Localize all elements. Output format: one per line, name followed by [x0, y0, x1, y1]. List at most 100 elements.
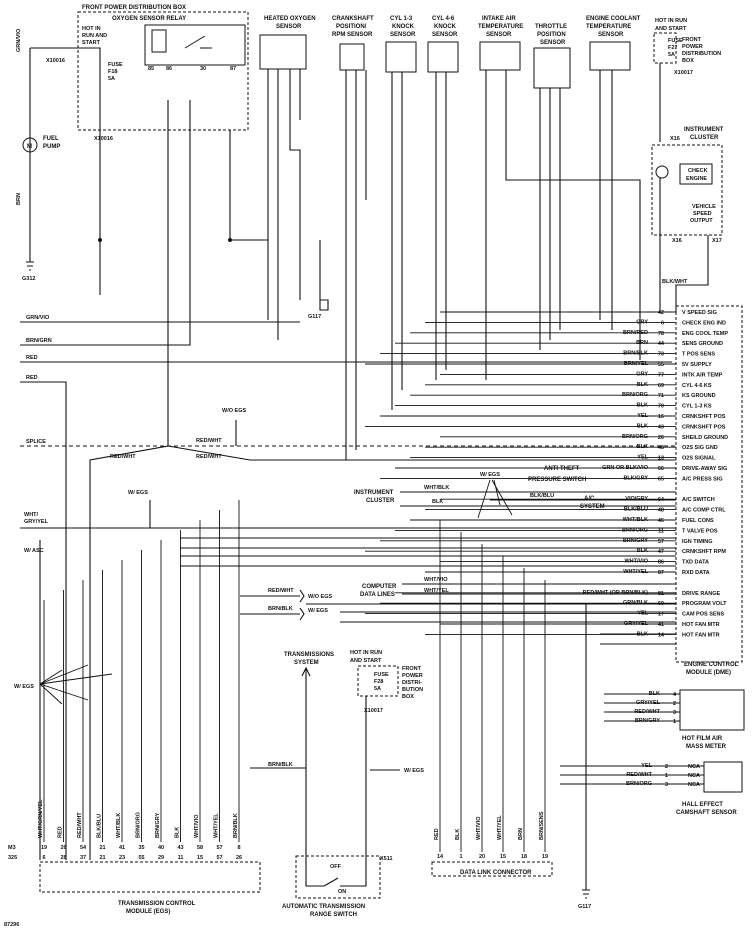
dlc-wire-label: WHT/YEL — [497, 815, 503, 840]
dlc-label: DATA LINK CONNECTOR — [460, 870, 532, 876]
iat-label-1: INTAKE AIR — [482, 16, 516, 22]
tcm-wire-label: BLK/BLU — [97, 814, 103, 838]
tcm-wire-label: BRN/BLK — [233, 813, 239, 838]
wire-cdl — [402, 583, 676, 595]
ecm-pin-name: CAM POS SENS — [682, 612, 725, 618]
ecm-pin-number: 77 — [658, 372, 664, 378]
tcm-325-pin: 37 — [80, 855, 86, 861]
x10016-top: X10016 — [46, 58, 65, 64]
svg-text:87: 87 — [230, 66, 236, 72]
tcm-m3-pin: 43 — [177, 845, 183, 851]
ecm-pin-name: CYL 4-6 KS — [682, 383, 712, 389]
w-egs-mid-label: W/ EGS — [480, 472, 500, 478]
tcm-m3-pin: 41 — [119, 845, 125, 851]
check-engine-2: ENGINE — [686, 176, 707, 182]
hot-run-start-2-line1: HOT IN RUN — [655, 18, 687, 24]
wire-ecm-mid-bus — [180, 537, 676, 567]
tcm-m3-pin: 19 — [41, 845, 47, 851]
intake-air-temp-sensor — [479, 41, 521, 71]
blk-blu-label: BLK/BLU — [530, 493, 554, 499]
ecm-pin-number: 78 — [658, 331, 664, 337]
dlc-wire-label: BRN/SENS — [539, 811, 545, 840]
instrument-cluster-box — [651, 144, 723, 236]
svg-text:M: M — [27, 144, 32, 150]
ecm-pin-number: 87 — [658, 570, 664, 576]
heated-o2-sensor — [259, 34, 307, 70]
w-egs-left-label: W/ EGS — [128, 490, 148, 496]
hall-pin-number: 1 — [665, 773, 668, 779]
vss-2: SPEED — [693, 211, 712, 217]
ecm-pin-number: 41 — [658, 622, 664, 628]
hfm-pin-number: 2 — [673, 701, 676, 707]
tps-label-3: SENSOR — [540, 40, 566, 46]
ecm-pin-name: IGN TIMING — [682, 539, 713, 545]
bus-label-grn-vio: GRN/VIO — [26, 315, 50, 321]
tcm-325-pin: 15 — [197, 855, 203, 861]
ecm-pin-number: 47 — [658, 549, 664, 555]
ecm-pin-number: 65 — [658, 476, 664, 482]
ecm-pin-name: T VALVE POS — [682, 528, 718, 534]
wires-iat — [485, 70, 641, 380]
ecm-pin-number: 13 — [658, 456, 664, 462]
fuse-f27-line1: FUSE — [668, 38, 683, 44]
pressure-switch-label: PRESSURE SWITCH — [528, 477, 586, 483]
tcm-label-1: TRANSMISSION CONTROL — [118, 901, 196, 907]
wires-ect — [599, 70, 613, 330]
dlc-pin: 15 — [500, 854, 506, 860]
front-power-distribution-area: FRONT POWER DISTRIBUTION BOX OXYGEN SENS… — [16, 5, 249, 295]
svg-text:30: 30 — [200, 66, 206, 72]
hfm-pin-number: 3 — [673, 710, 676, 716]
dlc-pin: 18 — [521, 854, 527, 860]
splice-label: SPLICE — [26, 439, 46, 445]
hfm-pin-number: 1 — [673, 719, 676, 725]
egs-brackets — [240, 589, 305, 621]
crank-label-2: POSITION/ — [336, 24, 367, 30]
dlc-module: 14RED1BLK20WHT/VIO15WHT/YEL18BRN19BRN/SE… — [431, 520, 591, 910]
tcm-m3-pin: 26 — [60, 845, 66, 851]
ecm-pin-name: A/C PRESS SIG — [682, 476, 723, 482]
wire-ic-mid — [400, 491, 676, 507]
tps-label-1: THROTTLE — [535, 24, 567, 30]
ecm-pin-name: HOT FAN MTR — [682, 632, 720, 638]
tcm-325-pin: 26 — [236, 855, 242, 861]
trans-brn-blk: BRN/BLK — [268, 762, 293, 768]
fpdb-label-1: FRONT — [682, 37, 702, 43]
mid-devices: ANTI-THEFT PRESSURE SWITCH A/C SYSTEM BL… — [180, 466, 676, 645]
crankshaft-sensor — [339, 43, 365, 71]
fuse-f27-line3: 5A — [668, 52, 675, 58]
fuse-f28-2: F28 — [374, 679, 383, 685]
range-switch-box — [295, 855, 381, 899]
tcm-325-pin: 55 — [138, 855, 144, 861]
tcm-325-pin: 11 — [178, 855, 184, 861]
check-engine-lamp-icon — [655, 165, 669, 179]
ecm-pin-number: 11 — [658, 528, 664, 534]
red-wht-label-3: RED/WHT — [110, 454, 136, 460]
brn-blk-egs: BRN/BLK — [268, 606, 293, 612]
g117-top-label: G117 — [308, 314, 321, 320]
g312-label: G312 — [22, 276, 35, 282]
w-egs-arrows — [39, 664, 113, 705]
ecm-pin-name: DRIVE-AWAY SIG — [682, 466, 727, 472]
dlc-wire-label: BRN — [518, 828, 524, 840]
ecm-pin-name: ENG COOL TEMP — [682, 331, 728, 337]
hall-nca: NCA — [688, 764, 700, 770]
fuse-f18-line1: FUSE — [108, 62, 123, 68]
ecm-pin-name: SHEILD GROUND — [682, 435, 728, 441]
wire-label-brn-pump: BRN — [16, 193, 22, 205]
ac-system-1: A/C — [584, 496, 595, 502]
ecm-pin-number: 48 — [658, 445, 664, 451]
ecm-pin-name: 5V SUPPLY — [682, 362, 712, 368]
red-wht-label-2: RED/WHT — [196, 454, 222, 460]
dlc-pin: 1 — [459, 854, 462, 860]
wire-ac — [480, 499, 676, 521]
tcm-row-m3: M3 — [8, 845, 16, 851]
switch-off: OFF — [330, 864, 342, 870]
ecm-pin-name: HOT FAN MTR — [682, 622, 720, 628]
tcm-325-pin: 23 — [119, 855, 125, 861]
hall-nca: NCA — [688, 782, 700, 788]
x10016-bottom: X10016 — [94, 136, 113, 142]
heated-o2-label-2: SENSOR — [276, 24, 302, 30]
vss-3: OUTPUT — [690, 218, 713, 224]
wire-red-wht-left — [89, 100, 169, 860]
fuel-pump-label-2: PUMP — [43, 144, 60, 150]
